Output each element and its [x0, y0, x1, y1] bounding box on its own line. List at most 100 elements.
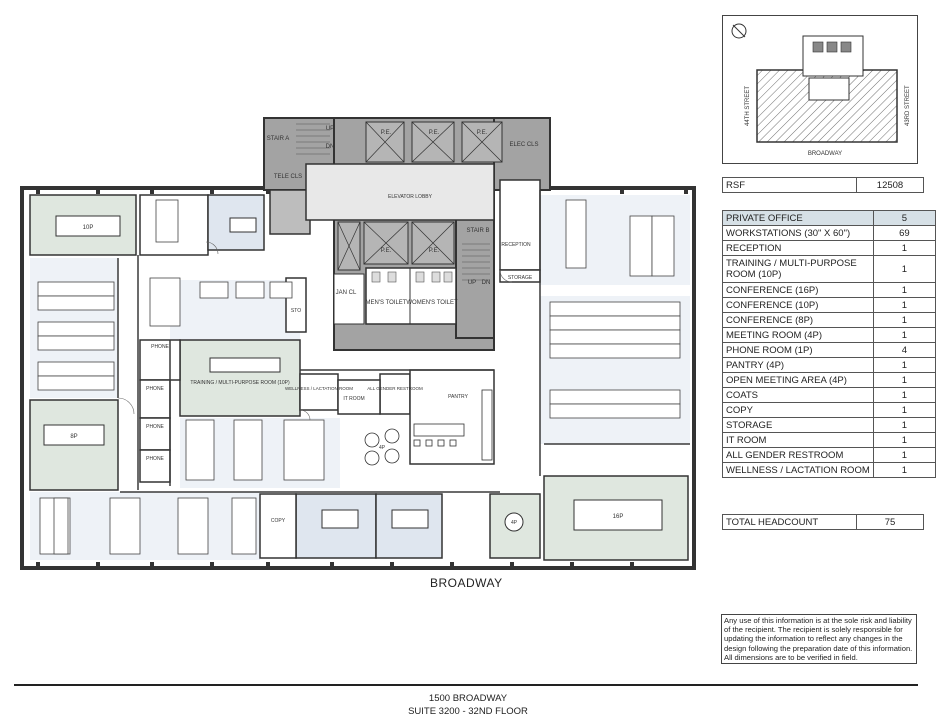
- pe-label: P.E.: [429, 248, 440, 254]
- total-label: TOTAL HEADCOUNT: [722, 514, 857, 530]
- program-name: COPY: [722, 402, 874, 418]
- pe-label: P.E.: [429, 130, 440, 136]
- rsf-value: 12508: [856, 177, 924, 193]
- key-plan-drawing: 44TH STREET 43RD STREET BROADWAY: [731, 23, 911, 157]
- elevator-lobby-label: ELEVATOR LOBBY: [388, 194, 433, 200]
- pe-label: P.E.: [381, 248, 392, 254]
- program-count: 1: [872, 417, 936, 433]
- training-room: [179, 339, 301, 417]
- program-name: RECEPTION: [722, 240, 874, 256]
- program-count: 1: [872, 327, 936, 343]
- up-label: UP: [326, 126, 334, 132]
- program-count: 1: [872, 297, 936, 313]
- phone-label: PHONE: [146, 456, 164, 462]
- program-name: COATS: [722, 387, 874, 403]
- storage-label: STORAGE: [508, 275, 533, 281]
- total-value: 75: [856, 514, 924, 530]
- program-name: MEETING ROOM (4P): [722, 327, 874, 343]
- program-count: 1: [872, 312, 936, 328]
- stair-b-label: STAIR B: [467, 228, 490, 234]
- program-count: 1: [872, 402, 936, 418]
- program-name: TRAINING / MULTI-PURPOSE ROOM (10P): [722, 255, 874, 283]
- phone-label: PHONE: [146, 424, 164, 430]
- conf-16p-label: 16P: [613, 514, 624, 520]
- rsf-label: RSF: [722, 177, 857, 193]
- sto-label: STO: [291, 308, 301, 314]
- phone-label: PHONE: [146, 386, 164, 392]
- program-count: 1: [872, 357, 936, 373]
- reception-label: RECEPTION: [501, 242, 531, 248]
- north-arrow-icon: [731, 23, 747, 39]
- suite-title: SUITE 3200 - 32ND FLOOR: [408, 706, 528, 717]
- program-row: MEETING ROOM (4P)1: [722, 327, 936, 343]
- pantry-label: PANTRY: [448, 394, 468, 400]
- building-title: 1500 BROADWAY: [428, 693, 508, 704]
- program-name: PHONE ROOM (1P): [722, 342, 874, 358]
- program-count: 1: [872, 282, 936, 298]
- jan-cl-label: JAN CL: [336, 290, 357, 296]
- program-count: 1: [872, 240, 936, 256]
- program-count: 1: [872, 372, 936, 388]
- program-row: CONFERENCE (8P)1: [722, 312, 936, 328]
- conference-tables: [43, 215, 663, 532]
- program-count: 1: [872, 255, 936, 283]
- program-name: CONFERENCE (8P): [722, 312, 874, 328]
- meeting-4p-label: 4P: [511, 520, 518, 526]
- all-gender-label: ALL GENDER RESTROOM: [367, 386, 423, 391]
- street-label-broadway: BROADWAY: [430, 576, 503, 590]
- workstations: [37, 199, 681, 555]
- title-rule: [14, 684, 918, 686]
- total-headcount-table: TOTAL HEADCOUNT 75: [722, 514, 924, 530]
- program-name: PRIVATE OFFICE: [722, 210, 874, 226]
- conf-10p-label: 10P: [83, 225, 94, 231]
- program-count: 1: [872, 462, 936, 478]
- program-count: 1: [872, 387, 936, 403]
- rsf-table: RSF 12508: [722, 177, 924, 193]
- program-count: 1: [872, 432, 936, 448]
- program-row: WORKSTATIONS (30" X 60")69: [722, 225, 936, 241]
- mens-toilet-label: MEN'S TOILET: [366, 300, 407, 306]
- pe-label: P.E.: [477, 130, 488, 136]
- mullions: [36, 188, 688, 568]
- tele-cls-label: TELE CLS: [274, 174, 302, 180]
- stair-a-label: STAIR A: [267, 136, 290, 142]
- program-count: 5: [872, 210, 936, 226]
- program-row: CONFERENCE (16P)1: [722, 282, 936, 298]
- floor-plan: STAIR A UP DN TELE CLS P.E. P.E. P.E. P.…: [20, 117, 696, 570]
- program-name: PANTRY (4P): [722, 357, 874, 373]
- program-name: STORAGE: [722, 417, 874, 433]
- program-name: ALL GENDER RESTROOM: [722, 447, 874, 463]
- dn-label: DN: [482, 280, 491, 286]
- building-core: [263, 117, 551, 351]
- program-count: 1: [872, 447, 936, 463]
- it-room-label: IT ROOM: [343, 396, 364, 402]
- womens-toilet-label: WOMEN'S TOILET: [406, 300, 458, 306]
- disclaimer-box: Any use of this information is at the so…: [721, 614, 917, 664]
- program-name: CONFERENCE (16P): [722, 282, 874, 298]
- program-row: PANTRY (4P)1: [722, 357, 936, 373]
- program-name: OPEN MEETING AREA (4P): [722, 372, 874, 388]
- key-plan-street-bottom: BROADWAY: [808, 151, 842, 157]
- wellness-label: WELLNESS / LACTATION ROOM: [285, 386, 353, 391]
- program-name: CONFERENCE (10P): [722, 297, 874, 313]
- phone-label: PHONE: [151, 344, 169, 350]
- pe-label: P.E.: [381, 130, 392, 136]
- program-row: PHONE ROOM (1P)4: [722, 342, 936, 358]
- program-count: 4: [872, 342, 936, 358]
- key-plan-street-left: 44TH STREET: [745, 86, 751, 126]
- program-name: IT ROOM: [722, 432, 874, 448]
- conf-8p-label: 8P: [70, 434, 77, 440]
- open-4p-label: 4P: [379, 445, 386, 451]
- pantry-furniture: [364, 389, 493, 466]
- elec-cls-label: ELEC CLS: [509, 142, 538, 148]
- dn-label: DN: [326, 144, 335, 150]
- training-room-label: TRAINING / MULTI-PURPOSE ROOM (10P): [190, 380, 290, 386]
